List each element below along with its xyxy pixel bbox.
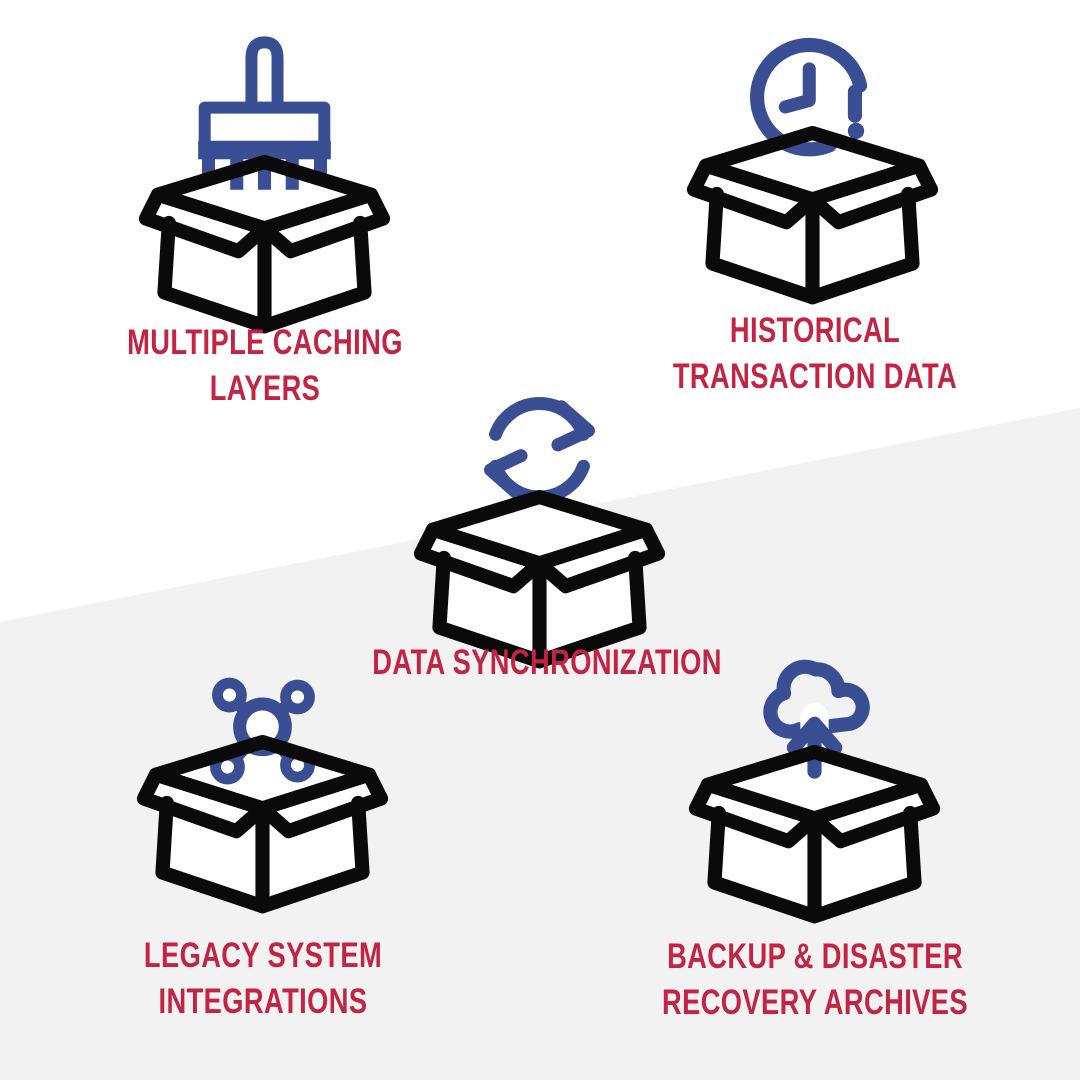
label-line: INTEGRATIONS (158, 982, 368, 1021)
label-line: LAYERS (209, 369, 321, 408)
open-box-outline (686, 125, 939, 305)
open-box-outline (413, 489, 666, 669)
item-label-legacy-system-integrations: LEGACY SYSTEM INTEGRATIONS (95, 933, 430, 1025)
label-line: MULTIPLE CACHING (127, 323, 403, 362)
open-box-outline (138, 154, 391, 334)
open-box-legacy-system-integrations (136, 677, 389, 914)
item-label-multiple-caching-layers: MULTIPLE CACHING LAYERS (97, 320, 432, 412)
open-box-outline (688, 744, 941, 924)
label-line: RECOVERY ARCHIVES (661, 983, 968, 1022)
item-label-backup-disaster-recovery: BACKUP & DISASTER RECOVERY ARCHIVES (647, 934, 982, 1026)
open-box-data-synchronization (413, 397, 666, 669)
label-line: BACKUP & DISASTER (667, 937, 963, 976)
open-box-historical-transaction-data (686, 37, 939, 305)
open-box-backup-disaster-recovery (688, 659, 941, 924)
sync-arrows-icon (484, 397, 595, 504)
open-box-multiple-caching-layers (138, 36, 391, 334)
label-line: LEGACY SYSTEM (143, 936, 383, 975)
label-line: TRANSACTION DATA (672, 357, 958, 396)
label-line: HISTORICAL (729, 311, 901, 350)
label-line: DATA SYNCHRONIZATION (372, 643, 722, 682)
item-label-data-synchronization: DATA SYNCHRONIZATION (372, 640, 722, 686)
open-box-outline (136, 734, 389, 914)
item-label-historical-transaction-data: HISTORICAL TRANSACTION DATA (647, 308, 982, 400)
